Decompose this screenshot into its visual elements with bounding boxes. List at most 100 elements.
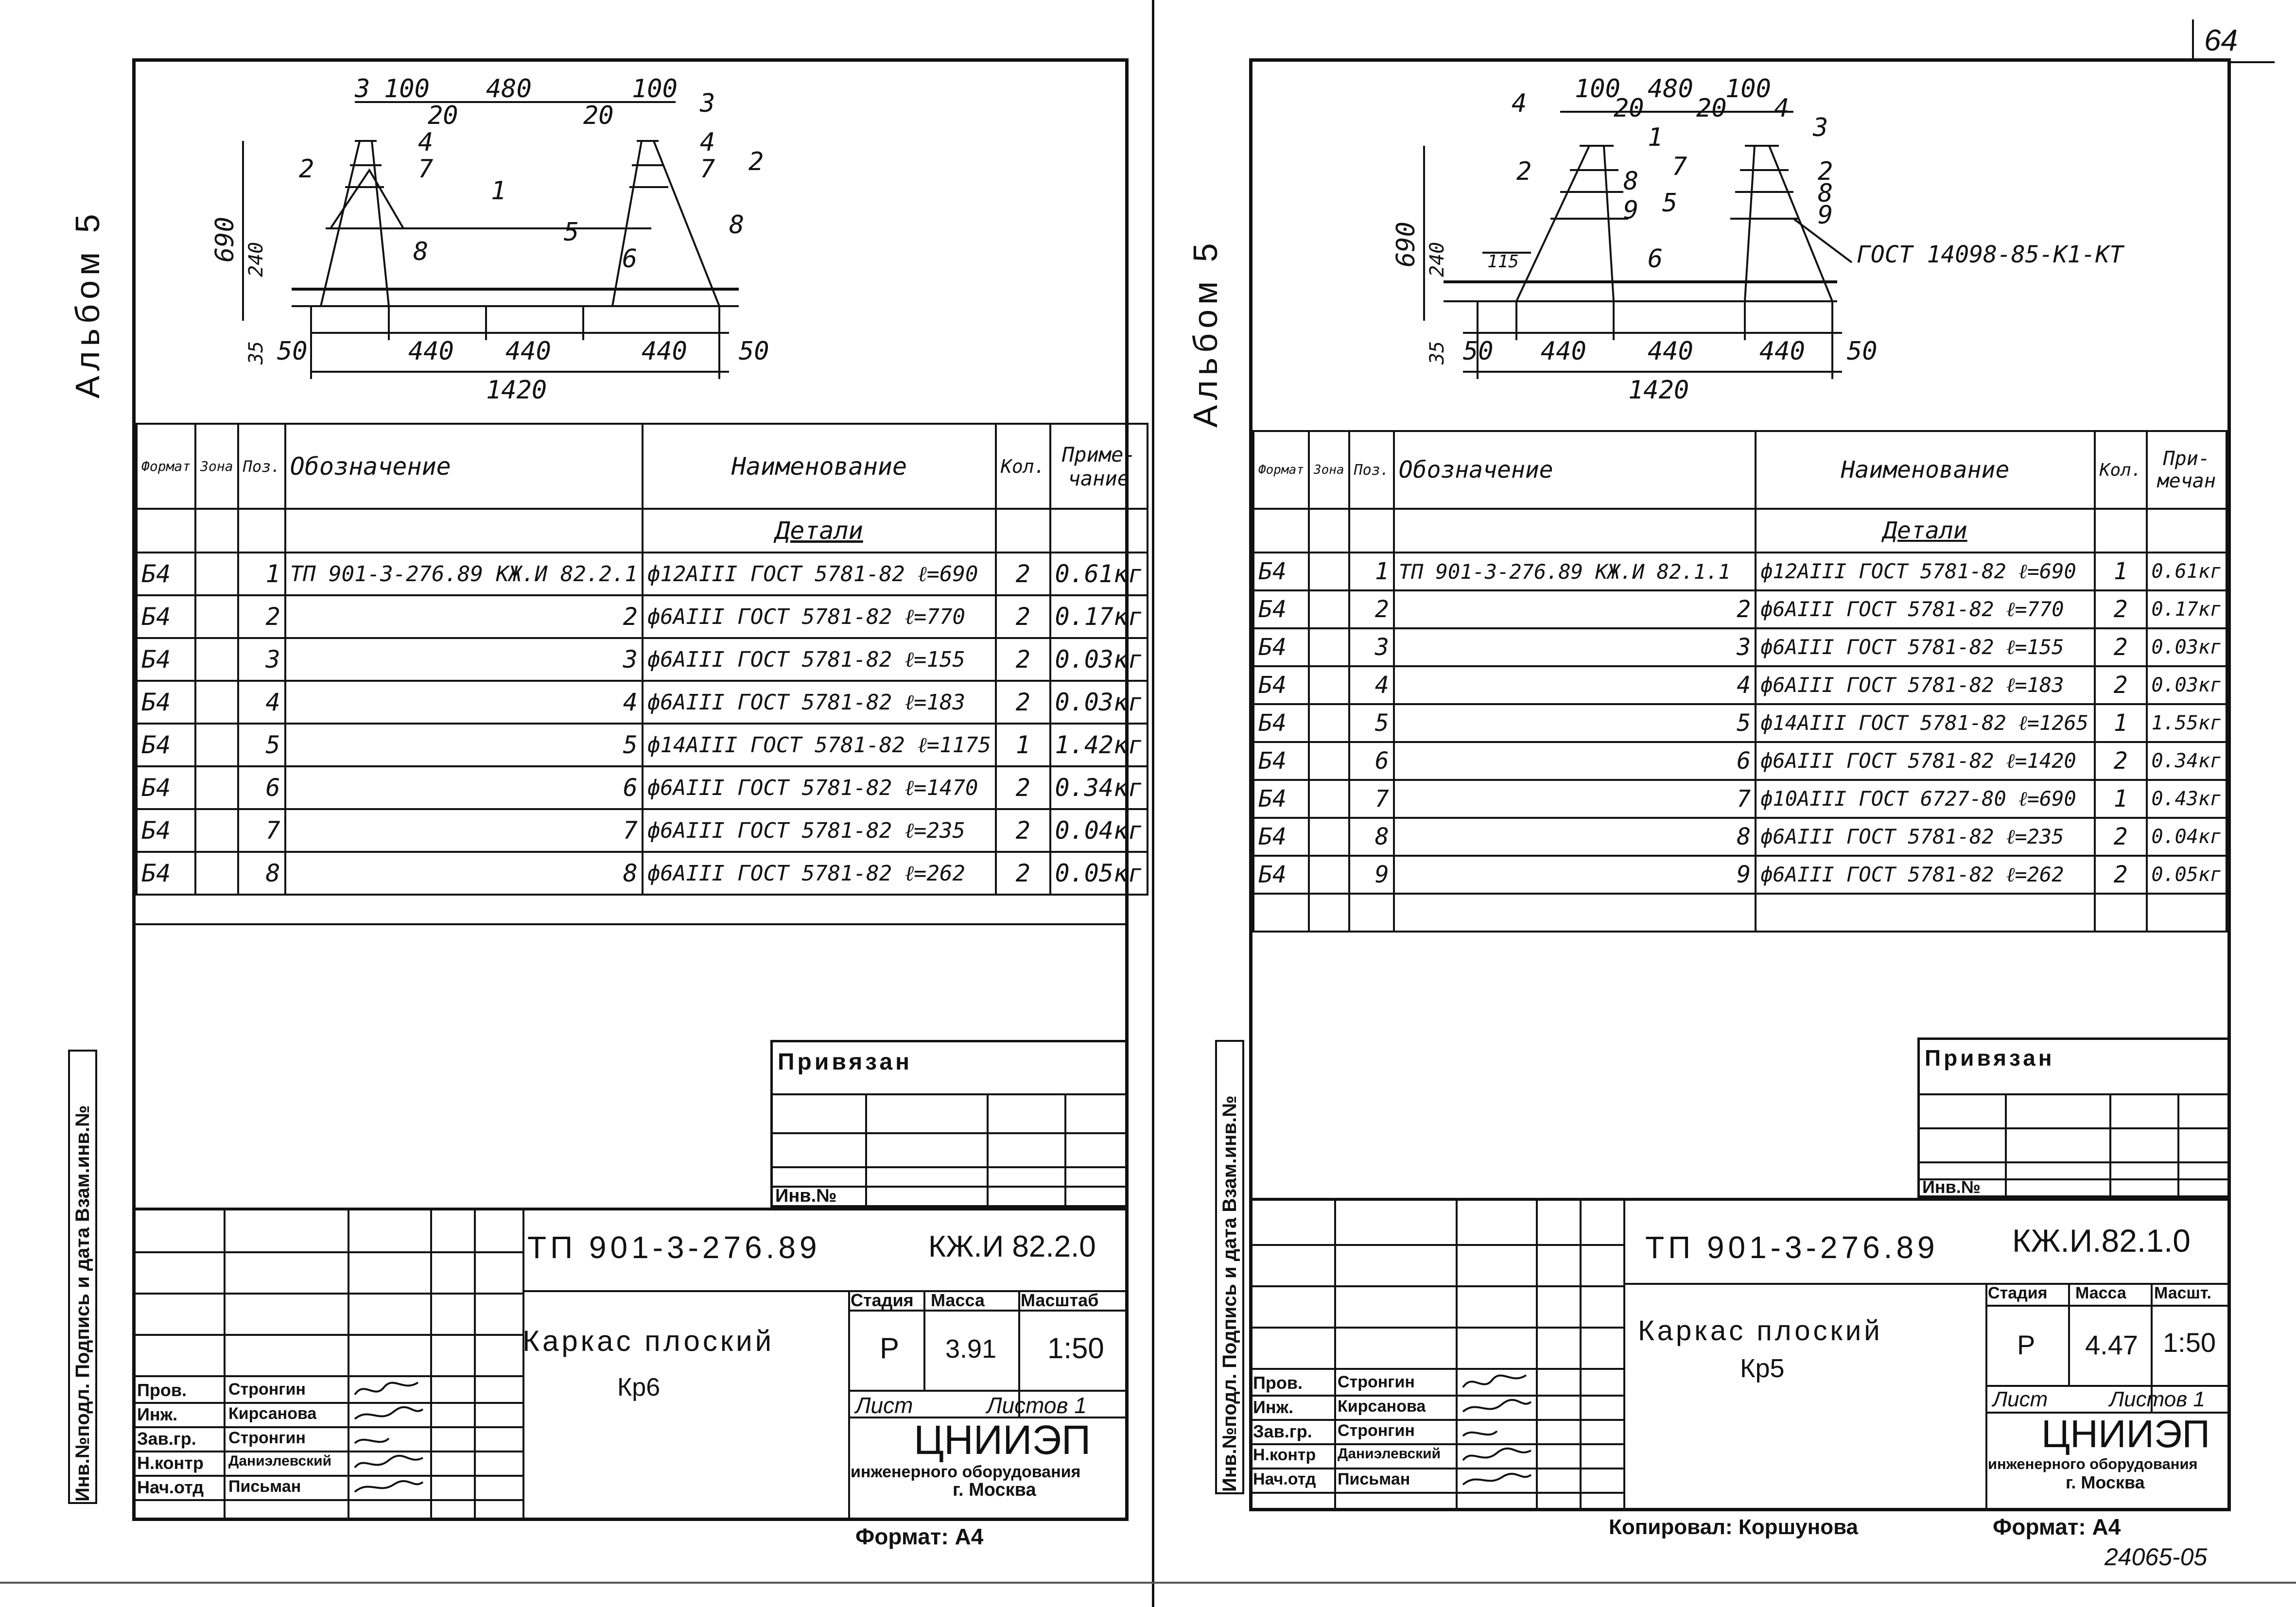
left-person: Кирсанова <box>228 1404 317 1423</box>
cell-name: ф10АIII ГОСТ 6727-80 ℓ=690 <box>1755 779 2096 819</box>
left-sheets-label: Листов 1 <box>987 1393 1087 1418</box>
cell-format: Б4 <box>1252 589 1310 629</box>
right-mass-value: 4.47 <box>2085 1330 2138 1360</box>
right-role: Зав.гр. <box>1253 1421 1312 1441</box>
left-dim-side: 690 <box>214 217 240 262</box>
cell-name: ф6АIII ГОСТ 5781-82 ℓ=235 <box>641 808 997 853</box>
right-signatures <box>1462 1374 1532 1486</box>
right-org-city: г. Москва <box>2066 1472 2145 1492</box>
grid-line <box>2068 1283 2070 1385</box>
left-org-name: ЦНИИЭП <box>914 1417 1091 1463</box>
right-callout-label: 1 <box>1648 123 1663 152</box>
right-dim-top: 4 <box>1774 94 1789 123</box>
cell-note: 0.34кг <box>1049 765 1149 810</box>
right-side-stamp <box>1215 1040 1244 1494</box>
grid-line <box>1985 1385 2231 1387</box>
cell-qty: 2 <box>2093 855 2148 895</box>
cell-designation: 9 <box>1392 855 1757 895</box>
right-dim-side: 690 <box>1392 222 1421 267</box>
cell-qty: 1 <box>2093 703 2148 743</box>
right-callout-label: 9 <box>1818 201 1833 230</box>
cell-pos: 6 <box>237 765 286 810</box>
left-dim-side: 35 <box>245 341 267 365</box>
sheet-number: 64 <box>2204 24 2238 57</box>
grid-line <box>1985 1283 1987 1511</box>
grid-line <box>2109 1093 2111 1198</box>
grid-line <box>132 1499 522 1501</box>
cell-pos: 6 <box>1348 741 1395 781</box>
cell-pos: 1 <box>237 552 286 596</box>
cell-format: Б4 <box>135 765 197 810</box>
cell-format: Б4 <box>135 594 197 639</box>
cell-format: Б4 <box>1252 855 1310 895</box>
cell-qty: 2 <box>994 765 1051 810</box>
left-role: Нач.отд <box>137 1477 204 1497</box>
right-callout-label: 2 <box>1516 157 1531 186</box>
cell-name: ф6АIII ГОСТ 5781-82 ℓ=155 <box>641 637 997 682</box>
right-sheet-label: Лист <box>1993 1387 2048 1411</box>
col-note: При-мечан <box>2145 430 2227 510</box>
right-stage-header: Стадия <box>1988 1284 2048 1302</box>
left-dim-top: 20 <box>583 101 614 130</box>
left-callout-label: 8 <box>729 210 744 240</box>
grid-line <box>770 1132 1129 1134</box>
cell-pos: 4 <box>237 680 286 725</box>
right-doc-mark: КЖ.И.82.1.0 <box>2012 1223 2191 1259</box>
cell-qty: 2 <box>2093 741 2148 781</box>
right-dim-bottom: 440 <box>1759 337 1805 366</box>
right-dim-bottom: 50 <box>1847 337 1878 366</box>
cell-designation: 2 <box>1392 589 1757 629</box>
left-role: Инж. <box>137 1404 178 1424</box>
grid-line <box>1249 1419 1623 1421</box>
grid-line <box>770 1093 1129 1095</box>
left-dim-top: 100 <box>384 74 430 104</box>
cell-name: ф12АIII ГОСТ 5781-82 ℓ=690 <box>1755 552 2096 591</box>
cell-format: Б4 <box>1252 703 1310 743</box>
left-dim-bottom: 50 <box>277 337 308 366</box>
cell-name: ф6АIII ГОСТ 5781-82 ℓ=770 <box>641 594 997 639</box>
cell-pos: 2 <box>237 594 286 639</box>
col-format: Формат <box>1252 430 1310 510</box>
col-qty: Кол. <box>2093 430 2148 510</box>
left-dim-bottom: 50 <box>739 337 769 366</box>
sheet-number-box <box>2192 19 2275 63</box>
left-frame-drawing: 3 100 480 20 20 100 3 2 4 7 1 8 5 6 2 4 … <box>214 74 769 405</box>
left-dim-top: 100 <box>632 74 678 104</box>
cell-name: ф6АIII ГОСТ 5781-82 ℓ=183 <box>641 680 997 725</box>
right-privyazan-label: Привязан <box>1925 1045 2055 1071</box>
right-title-name: Каркас плоский <box>1638 1315 1883 1347</box>
cell-pos: 7 <box>1348 779 1395 819</box>
grid-line <box>1623 1283 2231 1285</box>
grid-line <box>1580 1198 1582 1511</box>
left-inv-no-label: Инв.№ <box>775 1186 837 1206</box>
grid-line <box>1917 1093 2231 1095</box>
cell-format: Б4 <box>1252 817 1310 857</box>
cell-format: Б4 <box>135 637 197 682</box>
left-privyazan-label: Привязан <box>778 1049 913 1075</box>
right-side-stamp-text: Инв.№подл. Подпись и дата Взам.инв.№ <box>1219 1095 1240 1492</box>
cell-designation: ТП 901-3-276.89 КЖ.И 82.2.1 <box>284 552 644 596</box>
cell-designation: 8 <box>1392 817 1757 857</box>
right-gost-note: ГОСТ 14098-85-К1-КТ <box>1857 241 2125 268</box>
right-spec-table: Формат Зона Поз. Обозначение Наименовани… <box>1252 430 2227 933</box>
right-dim-bottom: 1420 <box>1628 376 1689 405</box>
cell-pos: 2 <box>1348 589 1395 629</box>
right-dim-top: 20 <box>1696 94 1727 123</box>
right-callout-label: 8 <box>1623 167 1638 196</box>
right-inv-no-label: Инв.№ <box>1922 1177 1981 1197</box>
cell-format: Б4 <box>1252 665 1310 705</box>
right-dim-bottom: 440 <box>1648 337 1693 366</box>
cell-designation: 7 <box>1392 779 1757 819</box>
left-callout-label: 7 <box>700 155 715 184</box>
right-doc-code: ТП 901-3-276.89 <box>1645 1230 1939 1265</box>
cell-note: 0.04кг <box>1049 808 1149 853</box>
cell-note: 1.55кг <box>2145 703 2227 743</box>
cell-name: ф6АIII ГОСТ 5781-82 ℓ=1470 <box>641 765 997 810</box>
left-spec-bottom-line <box>136 923 1125 925</box>
cell-qty: 2 <box>994 808 1051 853</box>
left-doc-mark: КЖ.И 82.2.0 <box>928 1230 1096 1263</box>
cell-pos: 7 <box>237 808 286 853</box>
grid-line <box>848 1390 1129 1392</box>
grid-line <box>348 1208 349 1521</box>
cell-note: 0.05кг <box>1049 851 1149 896</box>
